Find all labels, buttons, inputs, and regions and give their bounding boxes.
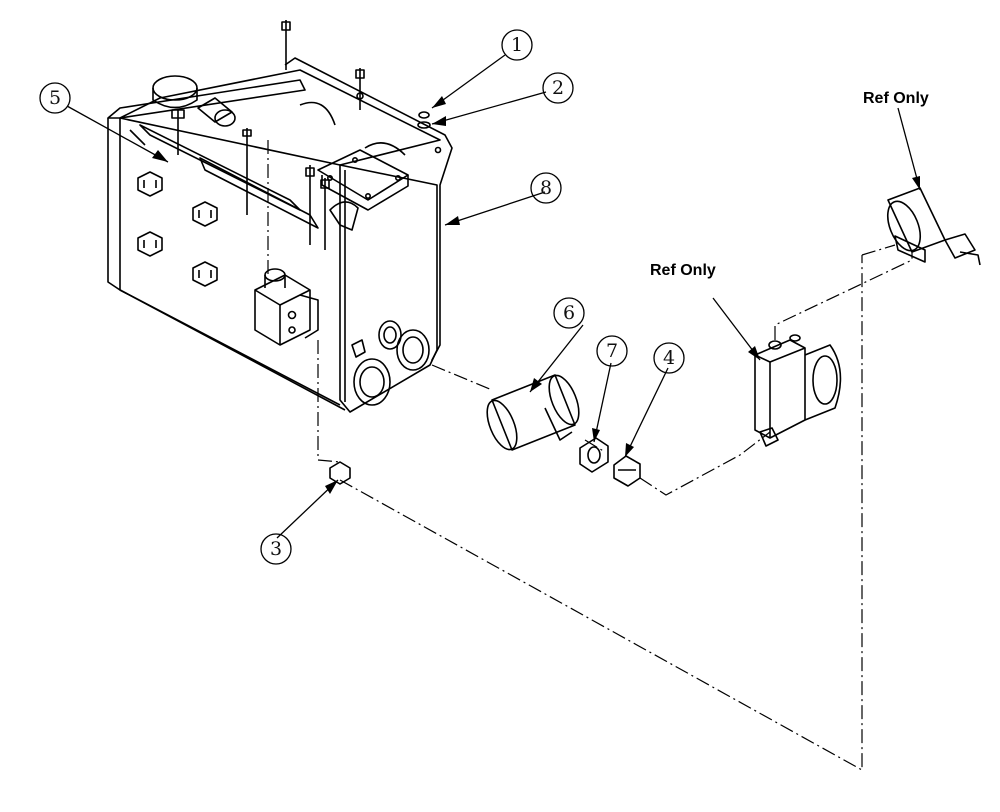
callout-4: 4 [663,347,675,369]
callout-3: 3 [270,538,282,560]
connection-lines [267,140,913,771]
hose-fitting [613,455,641,487]
callout-1: 1 [511,34,523,56]
callout-7: 7 [606,340,618,362]
reducer-bushing [579,437,609,473]
arrowheads [152,96,920,494]
callout-balloons [39,29,685,565]
hydraulic-motor [886,187,981,266]
leader-lines [66,54,921,539]
ref-only-upper-label: Ref Only [863,90,929,107]
small-fitting [329,461,351,485]
callout-8: 8 [540,177,552,199]
ref-only-lower-label: Ref Only [650,262,716,279]
reservoir-tank [107,57,453,413]
callout-5: 5 [49,87,61,109]
callout-2: 2 [552,77,564,99]
callout-6: 6 [563,302,575,324]
hydraulic-valve [754,334,842,447]
hardware-bolts [171,20,442,250]
